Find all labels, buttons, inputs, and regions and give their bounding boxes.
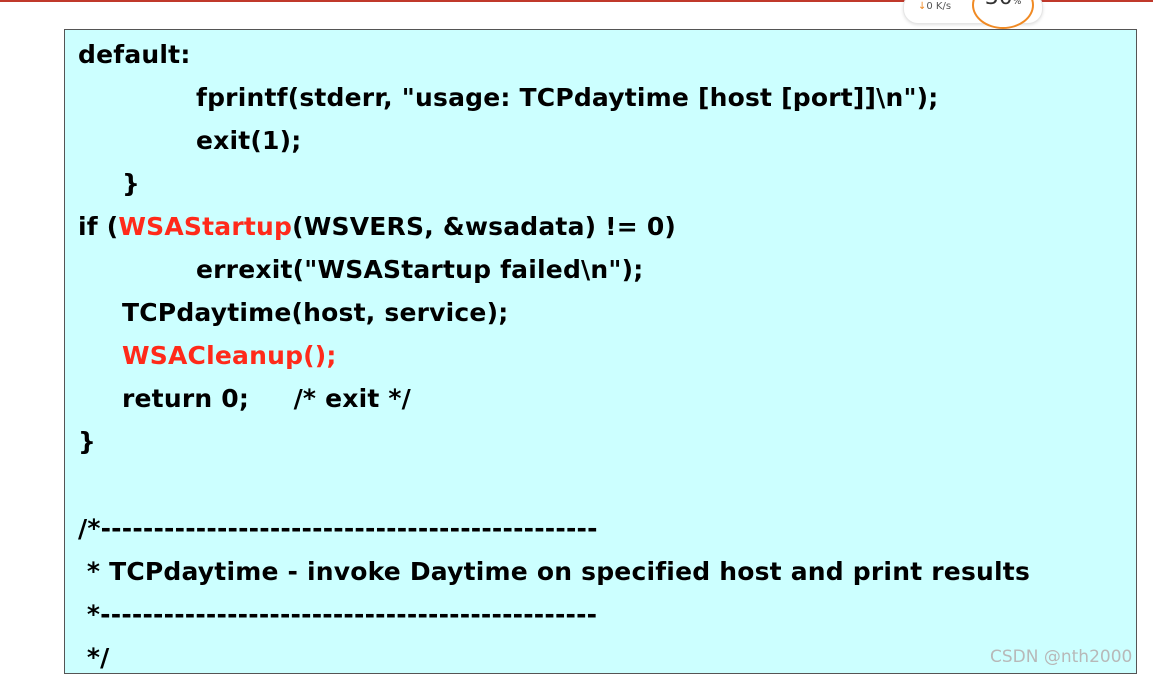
code-comment-close: */: [78, 643, 110, 672]
network-speed-readout: ↓0 K/s: [918, 1, 951, 12]
usage-percent-sign: %: [1012, 0, 1022, 7]
top-divider: [0, 0, 1153, 2]
code-line-final-brace: }: [78, 427, 96, 456]
code-line-fprintf: fprintf(stderr, "usage: TCPdaytime [host…: [196, 83, 939, 112]
code-line-default: default:: [78, 40, 191, 69]
network-speed-widget[interactable]: ↓0 K/s 30%: [903, 0, 1043, 29]
network-speed-value: 0 K/s: [926, 1, 952, 12]
code-line-if-wsastartup: if (WSAStartup(WSVERS, &wsadata) != 0): [78, 212, 676, 242]
usage-gauge: 30%: [972, 0, 1034, 29]
code-line-errexit: errexit("WSAStartup failed\n");: [196, 255, 644, 284]
download-arrow-icon: ↓: [918, 1, 927, 12]
code-line-exit: exit(1);: [196, 126, 302, 155]
code-line-tcpdaytime-call: TCPdaytime(host, service);: [122, 298, 509, 327]
code-comment-open: /*--------------------------------------…: [78, 514, 598, 543]
code-if-suffix: (WSVERS, &wsadata) != 0): [292, 212, 677, 241]
watermark: CSDN @nth2000: [990, 647, 1133, 667]
usage-percent-value: 30: [985, 0, 1013, 10]
code-line-wsacleanup: WSACleanup();: [122, 341, 337, 370]
code-wsastartup-highlight: WSAStartup: [118, 212, 293, 241]
code-line-close-brace: }: [122, 169, 140, 198]
code-comment-description: * TCPdaytime - invoke Daytime on specifi…: [78, 557, 1031, 586]
code-comment-rule: *---------------------------------------…: [78, 600, 598, 629]
code-if-prefix: if (: [78, 212, 119, 241]
code-line-return: return 0; /* exit */: [122, 384, 411, 413]
code-listing: default: fprintf(stderr, "usage: TCPdayt…: [64, 29, 1137, 674]
